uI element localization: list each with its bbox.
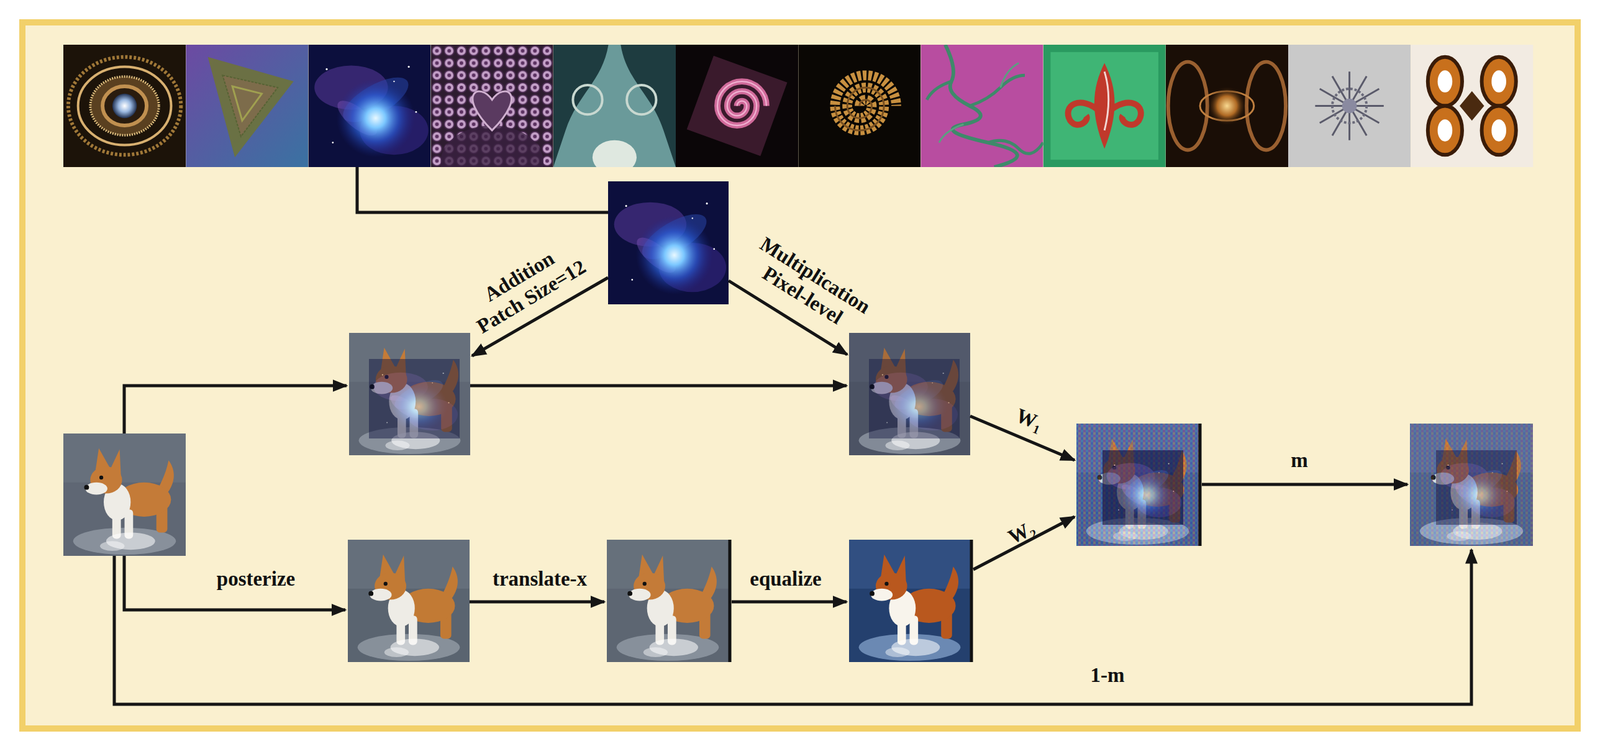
- arrow: [124, 555, 346, 610]
- operation-label: translate-x: [492, 567, 587, 592]
- arrow: [469, 600, 605, 604]
- fractal-image: [1288, 44, 1411, 168]
- mixed-image: [1076, 423, 1200, 546]
- arrow: [731, 600, 847, 604]
- weight-label: W₂: [1004, 516, 1039, 550]
- selection-line: [357, 167, 609, 213]
- fractal-image: [553, 44, 676, 175]
- operation-label: equalize: [749, 567, 822, 592]
- arrow: [973, 516, 1075, 570]
- arrow: [124, 385, 347, 434]
- fractal-image: [185, 44, 309, 168]
- fractal-image: [608, 181, 729, 305]
- fractal-image: [431, 44, 554, 199]
- fractal-row: [63, 44, 1533, 199]
- multiplication-image: [849, 332, 971, 456]
- arrow: [1201, 483, 1408, 487]
- fractal-image: [1165, 44, 1289, 168]
- fractal-image: [920, 44, 1043, 168]
- arrow: [114, 549, 1472, 705]
- equalize-image: [849, 539, 972, 663]
- output-image: [1409, 423, 1533, 546]
- weight-label: W₁: [1012, 403, 1046, 436]
- arrow-group: [114, 277, 1472, 705]
- fractal-image: [63, 44, 186, 168]
- outer-frame: [22, 22, 1578, 729]
- posterize-image: [347, 539, 470, 663]
- fractal-image: [308, 44, 431, 168]
- fractal-image: [798, 44, 921, 168]
- input-image: [63, 433, 186, 556]
- mask-label: 1-m: [1090, 663, 1125, 688]
- fractal-image: [1043, 44, 1166, 168]
- operation-label: Multiplication Pixel-level: [724, 221, 892, 350]
- operation-label: posterize: [216, 567, 296, 592]
- fractal-image: [675, 44, 799, 168]
- addition-image: [349, 332, 471, 456]
- arrow: [470, 384, 847, 388]
- fractal-image: [1410, 44, 1533, 168]
- mask-label: m: [1290, 449, 1309, 473]
- operation-label: Addition Patch Size=12: [441, 223, 610, 351]
- translate-image: [606, 539, 730, 663]
